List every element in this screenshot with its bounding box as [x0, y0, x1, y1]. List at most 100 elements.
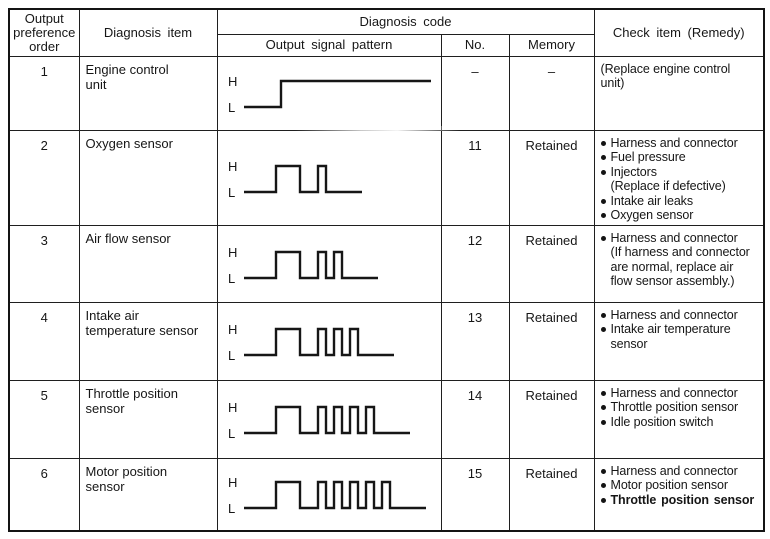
diagnosis-item: Throttle position sensor: [78, 379, 218, 459]
high-level-label: H: [228, 475, 237, 490]
diagnosis-code-table: Output preference order Diagnosis item D…: [8, 8, 765, 532]
high-level-label: H: [228, 159, 237, 174]
check-item: Throttle position sensor: [600, 492, 762, 508]
check-item-text: (Replace engine control unit): [600, 61, 731, 91]
bullet-icon: [600, 483, 606, 488]
bullet-icon: [600, 155, 606, 160]
check-item: Harness and connector (If harness and co…: [600, 230, 762, 289]
check-item: (Replace engine control unit): [601, 62, 762, 91]
header-memory: Memory: [508, 33, 595, 57]
check-item-text: Idle position switch: [610, 414, 714, 429]
row-order: 2: [8, 129, 80, 226]
check-items-cell: (Replace engine control unit): [593, 55, 765, 131]
bullet-icon: [600, 468, 606, 474]
low-level-label: L: [228, 348, 235, 363]
check-item: Throttle position sensor: [600, 400, 762, 415]
bullet-icon: [600, 390, 606, 396]
header-no: No.: [440, 33, 510, 57]
check-item-text: Harness and connector: [610, 385, 738, 400]
waveform-trace: [243, 250, 378, 279]
diagnosis-item: Engine control unit: [78, 55, 218, 131]
signal-waveform-svg: HL: [228, 475, 426, 516]
code-no: 14: [440, 379, 510, 459]
table-header: Output preference order Diagnosis item D…: [8, 8, 765, 57]
waveform-trace: [243, 405, 410, 435]
low-level-label: L: [228, 271, 235, 286]
header-output-signal-pattern: Output signal pattern: [216, 33, 442, 57]
signal-waveform-svg: HL: [228, 245, 378, 286]
check-item: Idle position switch: [600, 414, 762, 430]
check-item: Harness and connector: [600, 307, 762, 323]
code-no: 13: [440, 301, 510, 381]
signal-waveform-svg: HL: [228, 400, 410, 441]
check-item-text: Intake air leaks: [610, 193, 694, 208]
bullet-icon: [600, 140, 606, 146]
check-item: Fuel pressure: [600, 150, 762, 165]
check-item-text: Harness and connector: [610, 307, 738, 322]
check-item: Intake air leaks: [600, 193, 762, 209]
signal-waveform-svg: HL: [228, 322, 394, 363]
check-item-text: Motor position sensor: [610, 478, 729, 492]
bullet-icon: [600, 312, 606, 318]
check-item-text: Injectors (Replace if defective): [610, 164, 726, 194]
diagnosis-item: Intake air temperature sensor: [78, 301, 218, 381]
row-order: 6: [8, 457, 80, 532]
check-item: Harness and connector: [600, 464, 762, 479]
bullet-icon: [600, 327, 606, 332]
check-item: Injectors (Replace if defective): [600, 164, 762, 194]
low-level-label: L: [228, 501, 235, 516]
high-level-label: H: [228, 74, 237, 89]
bullet-icon: [600, 213, 606, 218]
memory-status: Retained: [508, 379, 595, 459]
memory-status: Retained: [508, 224, 595, 303]
header-diagnosis-item: Diagnosis item: [78, 8, 218, 57]
bullet-icon: [600, 169, 606, 175]
bullet-icon: [600, 405, 606, 410]
check-item-text: Harness and connector (If harness and co…: [610, 230, 750, 289]
check-item: Harness and connector: [600, 136, 762, 151]
high-level-label: H: [228, 400, 237, 415]
waveform-trace: [243, 79, 431, 109]
check-items-cell: Harness and connector (If harness and co…: [593, 224, 765, 303]
diagnosis-item: Oxygen sensor: [78, 129, 218, 226]
check-item-text: Throttle position sensor: [610, 400, 739, 414]
memory-status: Retained: [508, 301, 595, 381]
code-no: –: [440, 55, 510, 131]
bullet-icon: [600, 497, 606, 503]
header-check-item: Check item (Remedy): [593, 8, 765, 57]
row-order: 3: [8, 224, 80, 303]
header-output-preference-order: Output preference order: [8, 8, 80, 57]
code-no: 12: [440, 224, 510, 303]
check-item-text: Throttle position sensor: [610, 492, 755, 507]
high-level-label: H: [228, 322, 237, 337]
check-item-text: Fuel pressure: [610, 150, 686, 164]
row-order: 4: [8, 301, 80, 381]
check-item: Motor position sensor: [600, 478, 762, 493]
memory-status: –: [508, 55, 595, 131]
diagnosis-item: Motor position sensor: [78, 457, 218, 532]
low-level-label: L: [228, 426, 235, 441]
check-item: Intake air temperature sensor: [600, 322, 762, 351]
header-diagnosis-code: Diagnosis code: [216, 8, 595, 35]
high-level-label: H: [228, 245, 237, 260]
check-item: Oxygen sensor: [600, 208, 762, 223]
row-order: 1: [8, 55, 80, 131]
bullet-icon: [600, 235, 606, 241]
